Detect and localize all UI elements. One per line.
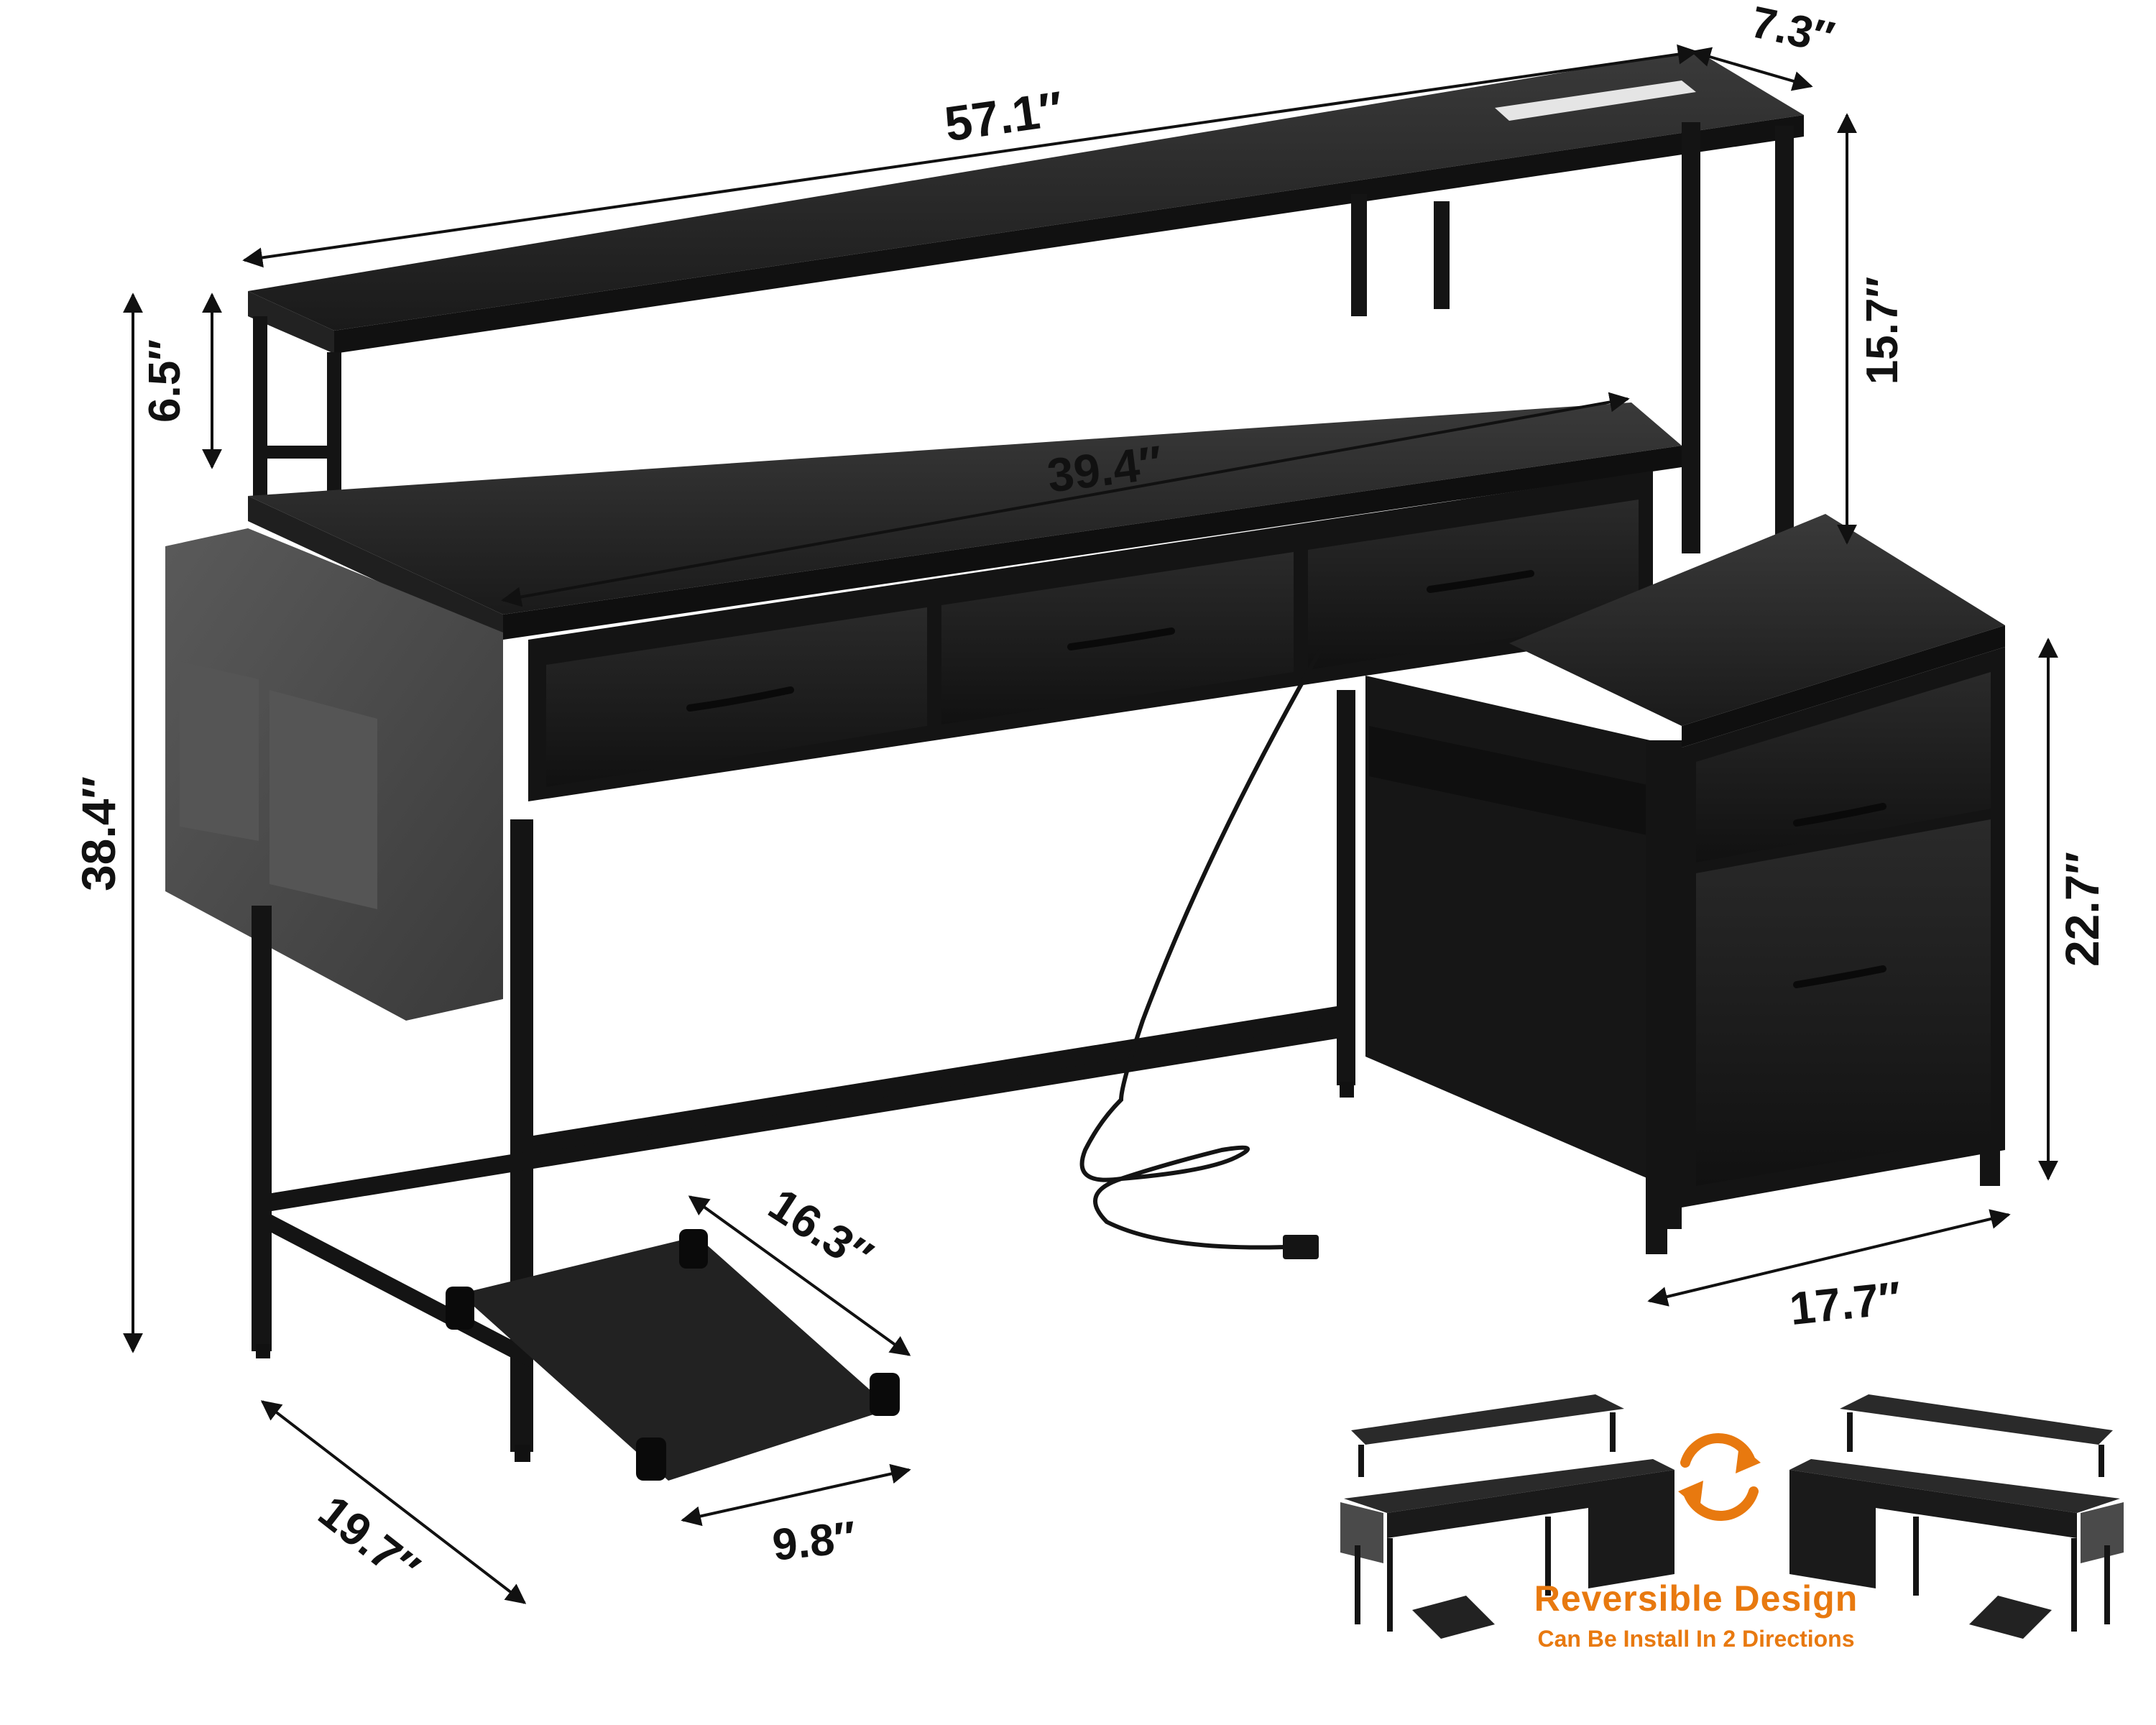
hutch-mid-post xyxy=(1351,194,1367,316)
label-stand-width: 9.8″ xyxy=(770,1512,858,1570)
dim-line-cabinet-depth xyxy=(1647,1209,2011,1307)
power-cord xyxy=(1079,645,1325,1250)
dim-line-stand-width xyxy=(681,1463,911,1527)
cabinet-top xyxy=(1509,514,2005,726)
reversible-inset xyxy=(1340,1394,2124,1639)
bag-pocket-2 xyxy=(270,690,377,909)
dim-line-desk-depth xyxy=(260,1400,527,1604)
hutch-right-post-back xyxy=(1775,126,1794,550)
dim-line-desktop-width xyxy=(501,392,1630,607)
hutch-right-post-front xyxy=(1682,122,1700,553)
power-plug xyxy=(1283,1235,1319,1259)
left-mid-rail xyxy=(272,1021,1337,1211)
circular-arrows-icon xyxy=(1678,1433,1761,1521)
cabinet-front-leg xyxy=(1646,1222,1667,1254)
hutch-left-bar xyxy=(253,446,341,459)
bag-pocket-1 xyxy=(180,661,259,841)
cpu-stand-wheel-2 xyxy=(679,1229,708,1269)
label-total-height: 38.4″ xyxy=(72,776,125,891)
cpu-stand-wheel-3 xyxy=(870,1373,900,1416)
left-back-leg xyxy=(252,906,272,1351)
reversible-title: Reversible Design xyxy=(1534,1578,1858,1619)
drawer-2-handle xyxy=(1067,627,1175,650)
back-right-foot xyxy=(1340,1082,1354,1098)
cabinet-top-edge xyxy=(1682,625,2005,748)
hutch-mid-post-2 xyxy=(1434,201,1450,309)
left-foot-back xyxy=(256,1344,270,1358)
back-rail xyxy=(533,1006,1337,1154)
label-cabinet-depth: 17.7″ xyxy=(1787,1271,1904,1335)
hutch-left-support xyxy=(253,316,267,496)
left-bottom-rail xyxy=(272,1215,533,1369)
desk-main xyxy=(165,50,2005,1481)
dim-line-overall-width xyxy=(242,44,1698,268)
label-overall-width: 57.1″ xyxy=(941,81,1067,152)
cabinet-drawer-top-handle xyxy=(1793,803,1886,827)
cpu-stand-wheel-1 xyxy=(446,1287,474,1330)
cpu-stand-board xyxy=(460,1236,891,1481)
cpu-stand xyxy=(446,1229,900,1481)
hutch-top-edge xyxy=(334,115,1804,354)
left-foot-front xyxy=(515,1445,530,1462)
dim-line-stand-length xyxy=(688,1195,911,1356)
label-cabinet-height: 22.7″ xyxy=(2055,852,2109,967)
label-stand-length: 16.3″ xyxy=(760,1178,881,1282)
dim-line-hutch-depth xyxy=(1690,47,1813,91)
label-desk-depth: 19.7″ xyxy=(309,1486,429,1595)
reversible-subtitle: Can Be Install In 2 Directions xyxy=(1537,1626,1855,1652)
file-cabinet xyxy=(1365,514,2005,1254)
label-hutch-height: 15.7″ xyxy=(1858,277,1907,385)
cabinet-inner-shelf xyxy=(1369,726,1674,841)
hutch-left-front-edge xyxy=(248,291,334,354)
side-storage-bag xyxy=(165,528,503,1021)
cabinet-right-leg xyxy=(1980,1143,2000,1186)
mini-desk-right xyxy=(1789,1394,2124,1639)
label-hutch-depth: 7.3″ xyxy=(1746,0,1838,63)
cabinet-front-frame xyxy=(1646,740,1682,1229)
cabinet-drawer-bottom xyxy=(1696,819,1991,1186)
back-right-leg xyxy=(1337,690,1355,1085)
cabinet-drawer-top xyxy=(1696,672,1991,862)
label-shelf-clearance: 6.5″ xyxy=(140,339,190,423)
dimension-lines xyxy=(123,44,2058,1604)
desktop-left-edge xyxy=(248,496,503,640)
hutch-left-support-2 xyxy=(327,352,341,514)
drawer-1-handle xyxy=(686,686,794,712)
mini-desk-left xyxy=(1340,1394,1674,1639)
cabinet-drawer-bottom-handle xyxy=(1793,965,1886,988)
cpu-stand-wheel-4 xyxy=(636,1438,666,1481)
